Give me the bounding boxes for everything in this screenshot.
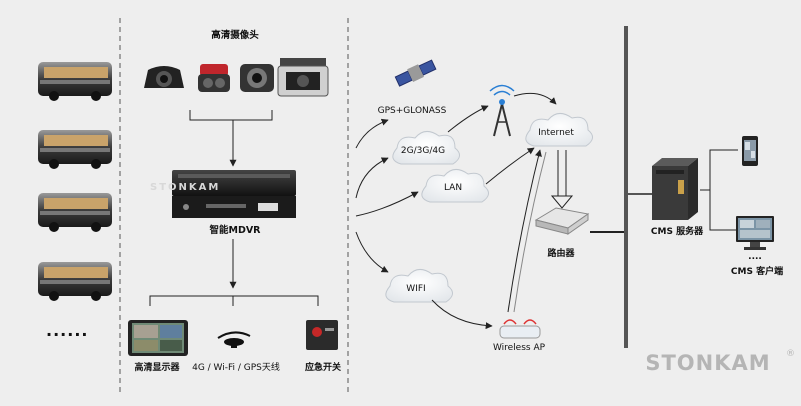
- mdvr-label: 智能MDVR: [209, 224, 261, 236]
- wireless-ap-icon: [499, 319, 541, 339]
- client-dots: ....: [748, 252, 762, 262]
- arrow-tower-to-internet: [513, 92, 557, 105]
- internet-to-router-arrowhead: [550, 195, 574, 209]
- camera-icon: [277, 58, 329, 97]
- internet-label: Internet: [538, 128, 574, 138]
- peripherals-bracket: [149, 295, 319, 306]
- router-icon: [534, 207, 590, 235]
- client-bracket: [709, 149, 738, 231]
- server-icon: [652, 158, 698, 220]
- client-label: CMS 客户端: [731, 265, 783, 277]
- smartphone-icon: [742, 136, 758, 166]
- arrow-lan-to-internet: [485, 147, 535, 185]
- arrow-cellular-to-tower: [447, 105, 489, 133]
- bus-icon: [38, 130, 112, 169]
- arrow-wifi-to-ap: [431, 299, 493, 330]
- camera-icon: [198, 64, 230, 92]
- antenna-icon: [217, 331, 251, 348]
- emergency-switch-icon: [306, 320, 338, 350]
- cloud-icon: [525, 113, 593, 147]
- arrow-to-lan: [355, 191, 419, 217]
- bus-icon: [38, 193, 112, 232]
- bus-icon: [38, 62, 112, 101]
- cloud-icon: [421, 169, 489, 203]
- lan-label: LAN: [444, 183, 462, 193]
- monitor-icon: [128, 320, 188, 356]
- mdvr-device-icon: [172, 170, 296, 218]
- cellular-label: 2G/3G/4G: [401, 146, 445, 156]
- emergency-label: 应急开关: [305, 361, 341, 373]
- mdvr-watermark: STONKAM: [150, 182, 220, 193]
- cell-tower-icon: [489, 84, 515, 137]
- cameras-bracket: [189, 110, 273, 121]
- camera-icon: [240, 64, 274, 92]
- arrow-to-cellular: [355, 157, 389, 199]
- satellite-icon: [394, 59, 437, 87]
- arrow-to-wifi: [355, 231, 389, 273]
- bus-icon: [38, 262, 112, 301]
- arrow-ap-to-internet: [507, 149, 542, 313]
- antenna-label: 4G / Wi-Fi / GPS天线: [192, 361, 280, 373]
- computer-icon: [736, 216, 774, 250]
- brand-logo: STONKAM: [645, 351, 770, 375]
- wireless-ap-label: Wireless AP: [493, 343, 546, 353]
- server-bus-bar: [624, 26, 628, 348]
- bus-ellipsis: ......: [46, 321, 88, 340]
- arrow-to-gps: [355, 118, 389, 149]
- cloud-icon: [392, 131, 460, 165]
- brand-registered-mark: ®: [786, 349, 795, 359]
- router-label: 路由器: [547, 247, 575, 259]
- camera-icon: [144, 66, 184, 88]
- cloud-icon: [385, 269, 453, 303]
- monitor-label: 高清显示器: [134, 361, 180, 373]
- arrow-ap-to-internet-2: [513, 151, 547, 313]
- wifi-label: WIFI: [406, 284, 425, 294]
- server-label: CMS 服务器: [651, 225, 704, 237]
- hd-cameras-label: 高清摄像头: [211, 29, 259, 41]
- gps-label: GPS+GLONASS: [378, 106, 447, 116]
